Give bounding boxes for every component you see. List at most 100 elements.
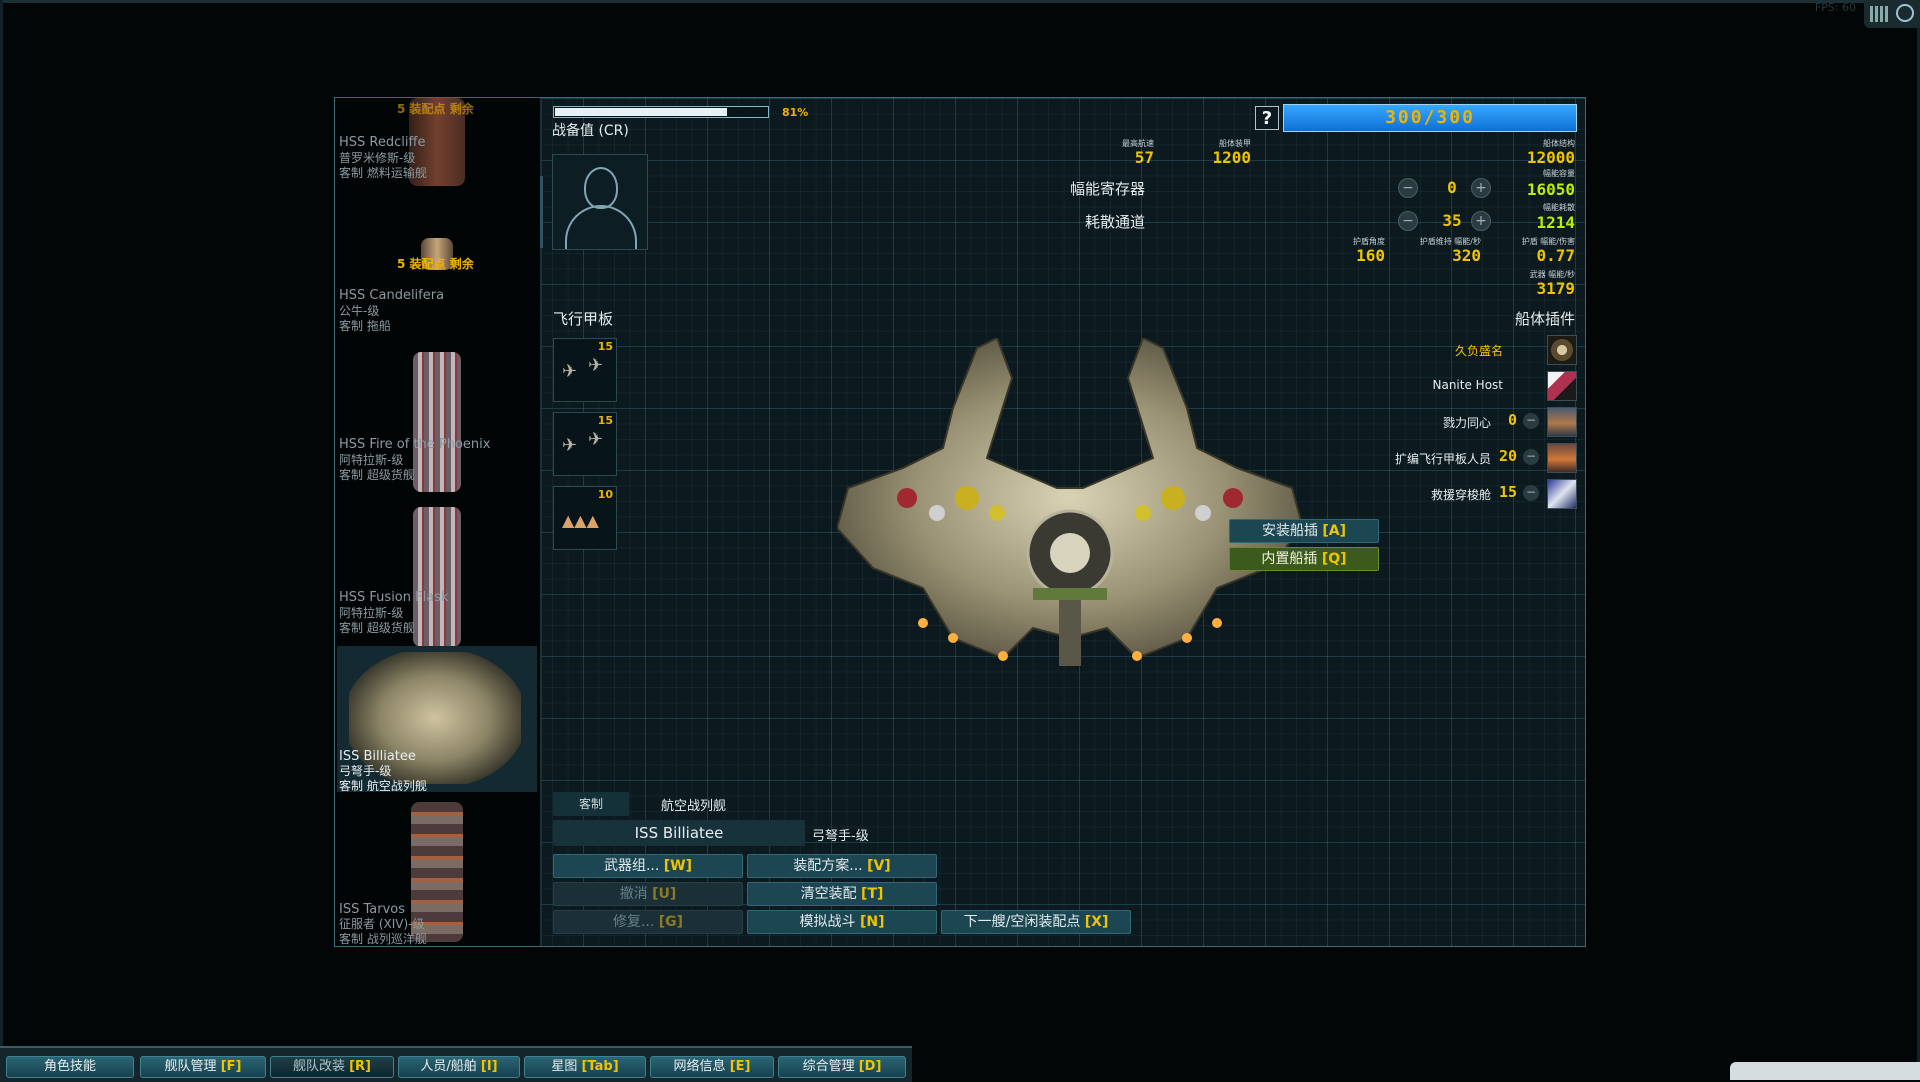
ship-type: 客制 燃料运输舰 xyxy=(339,166,427,180)
hullmod-row[interactable]: 久负盛名 xyxy=(1317,335,1577,365)
undo-button[interactable]: 撤消 [U] xyxy=(553,882,743,906)
fps-readout: FPS: 60 xyxy=(1814,1,1856,14)
button-label: 修复... xyxy=(612,914,659,930)
hotkey: [V] xyxy=(867,858,891,874)
tab-label: 舰队管理 xyxy=(164,1059,221,1074)
builtin-hullmod-button[interactable]: 内置船插 [Q] xyxy=(1229,547,1379,571)
tab-crew-ships[interactable]: 人员/船舶 [I] xyxy=(398,1056,520,1078)
shield-upkeep-value: 320 xyxy=(1452,246,1481,265)
hullmod-remove-button[interactable]: − xyxy=(1523,485,1539,501)
ship-list-item[interactable]: HSS Fusion Flask 阿特拉斯-级 客制 超级货舰 xyxy=(337,507,537,657)
fighter-bay-slot[interactable]: 15 ✈ ✈ xyxy=(553,412,617,476)
ship-sprite xyxy=(411,802,463,942)
reputation-emblem-icon xyxy=(1547,335,1577,365)
loadouts-button[interactable]: 装配方案... [V] xyxy=(747,854,937,878)
strip-button[interactable]: 清空装配 [T] xyxy=(747,882,937,906)
install-hullmod-button[interactable]: 安装船插 [A] xyxy=(1229,519,1379,543)
fighter-bay-slot[interactable]: 10 ▲▲▲ xyxy=(553,486,617,550)
engine-glow xyxy=(1182,633,1192,643)
flux-capacitors-value: 0 xyxy=(1447,178,1457,197)
fighter-bay-slot[interactable]: 15 ✈ ✈ xyxy=(553,338,617,402)
next-ship-button[interactable]: 下一艘/空闲装配点 [X] xyxy=(941,910,1131,934)
hull-value: 12000 xyxy=(1526,148,1575,167)
engine-glow xyxy=(918,618,928,628)
ship-class: 普罗米修斯-级 xyxy=(339,151,416,165)
ship-list-item[interactable]: HSS Fire of the Phoenix 阿特拉斯-级 客制 超级货舰 xyxy=(337,352,537,504)
armor-label: 船体装甲 xyxy=(1219,139,1251,148)
wing-count: 10 xyxy=(597,488,613,501)
engine-glow xyxy=(1132,651,1142,661)
ship-schematic[interactable] xyxy=(837,338,1303,703)
help-button[interactable]: ? xyxy=(1255,106,1279,130)
engine-glow xyxy=(998,651,1008,661)
fighter-wing-icon: ✈ xyxy=(562,435,578,456)
tab-intel[interactable]: 网络信息 [E] xyxy=(650,1056,774,1078)
ship-name: ISS Billiatee xyxy=(339,749,416,764)
hullmod-remove-button[interactable]: − xyxy=(1523,413,1539,429)
fighter-wing-icon: ✈ xyxy=(562,361,578,382)
ship-name: HSS Redcliffe xyxy=(339,135,426,150)
hullmod-row[interactable]: 扩编飞行甲板人员 20 − xyxy=(1317,443,1577,473)
hotkey: [Q] xyxy=(1321,551,1347,567)
hull-type: 航空战列舰 xyxy=(661,799,727,814)
ship-type: 客制 航空战列舰 xyxy=(339,779,427,793)
shield-arc-label: 护盾角度 xyxy=(1353,237,1385,246)
hotkey: [T] xyxy=(861,886,884,902)
vents-increase-button[interactable]: + xyxy=(1471,211,1491,231)
shield-efficiency-label: 护盾 幅能/伤害 xyxy=(1521,237,1575,246)
capacitors-decrease-button[interactable]: − xyxy=(1398,178,1418,198)
turret-mount xyxy=(1161,486,1185,510)
screen-corner-decoration xyxy=(1730,1062,1920,1080)
hotkey: [E] xyxy=(729,1059,751,1074)
hotkey: [W] xyxy=(663,858,693,874)
button-label: 下一艘/空闲装配点 xyxy=(963,914,1085,930)
tab-refit[interactable]: 舰队改装 [R] xyxy=(270,1056,394,1078)
ordnance-points-text: 300/300 xyxy=(1385,107,1475,128)
repair-button[interactable]: 修复... [G] xyxy=(553,910,743,934)
ship-class: 弓弩手-级 xyxy=(339,764,392,778)
simulate-button[interactable]: 模拟战斗 [N] xyxy=(747,910,937,934)
ship-name: HSS Candelifera xyxy=(339,288,445,303)
ship-list-item[interactable]: 5 装配点 剩余 HSS Redcliffe 普罗米修斯-级 客制 燃料运输舰 xyxy=(337,98,537,228)
vents-decrease-button[interactable]: − xyxy=(1398,211,1418,231)
weapon-groups-button[interactable]: 武器组... [W] xyxy=(553,854,743,878)
hullmod-row[interactable]: Nanite Host xyxy=(1317,371,1577,401)
tab-fleet[interactable]: 舰队管理 [F] xyxy=(140,1056,266,1078)
flux-vents-label: 耗散通道 xyxy=(1084,213,1145,231)
hullmod-name: 救援穿梭舱 xyxy=(1430,488,1491,502)
ship-list-scrollbar[interactable] xyxy=(540,176,543,248)
tab-command[interactable]: 综合管理 [D] xyxy=(778,1056,906,1078)
button-label: 内置船插 xyxy=(1261,551,1322,567)
ship-list-item[interactable]: 5 装配点 剩余 HSS Candelifera 公牛-级 客制 拖船 xyxy=(337,228,537,378)
ship-list-item[interactable]: ISS Tarvos 征服者 (XIV)-级 客制 战列巡洋舰 xyxy=(337,802,537,946)
flight-deck-label: 飞行甲板 xyxy=(553,310,614,328)
tab-character-skills[interactable]: 角色技能 xyxy=(6,1056,134,1078)
ship-class: 弓弩手-级 xyxy=(812,829,869,844)
hotkey: [G] xyxy=(658,914,684,930)
hotkey: [I] xyxy=(480,1059,498,1074)
hullmod-cost: 20 xyxy=(1498,447,1517,465)
ship-name-field[interactable]: ISS Billiatee xyxy=(553,820,805,846)
flux-capacity-value: 16050 xyxy=(1526,180,1575,199)
ship-type: 客制 超级货舰 xyxy=(339,621,415,635)
power-icon[interactable] xyxy=(1896,4,1914,22)
weapon-flux-label: 武器 幅能/秒 xyxy=(1529,270,1575,279)
hullmod-row[interactable]: 救援穿梭舱 15 − xyxy=(1317,479,1577,509)
capacitors-increase-button[interactable]: + xyxy=(1471,178,1491,198)
hullmod-row[interactable]: 戮力同心 0 − xyxy=(1317,407,1577,437)
ship-name: HSS Fusion Flask xyxy=(339,590,449,605)
turret-mount xyxy=(1195,505,1211,521)
crew-unity-icon xyxy=(1547,407,1577,437)
signal-bars-icon xyxy=(1870,6,1888,22)
shield-arc-value: 160 xyxy=(1356,246,1385,265)
hotkey: [R] xyxy=(349,1059,372,1074)
ship-class: 阿特拉斯-级 xyxy=(339,453,404,467)
turret-mount xyxy=(1135,505,1151,521)
hullmod-remove-button[interactable]: − xyxy=(1523,449,1539,465)
fleet-ship-list[interactable]: 5 装配点 剩余 HSS Redcliffe 普罗米修斯-级 客制 燃料运输舰 … xyxy=(335,98,542,946)
ship-list-item-selected[interactable]: ISS Billiatee 弓弩手-级 客制 航空战列舰 xyxy=(337,646,537,793)
turret-mount xyxy=(897,488,917,508)
officer-portrait[interactable] xyxy=(552,154,648,250)
tab-label: 角色技能 xyxy=(43,1059,96,1074)
tab-star-map[interactable]: 星图 [Tab] xyxy=(524,1056,646,1078)
